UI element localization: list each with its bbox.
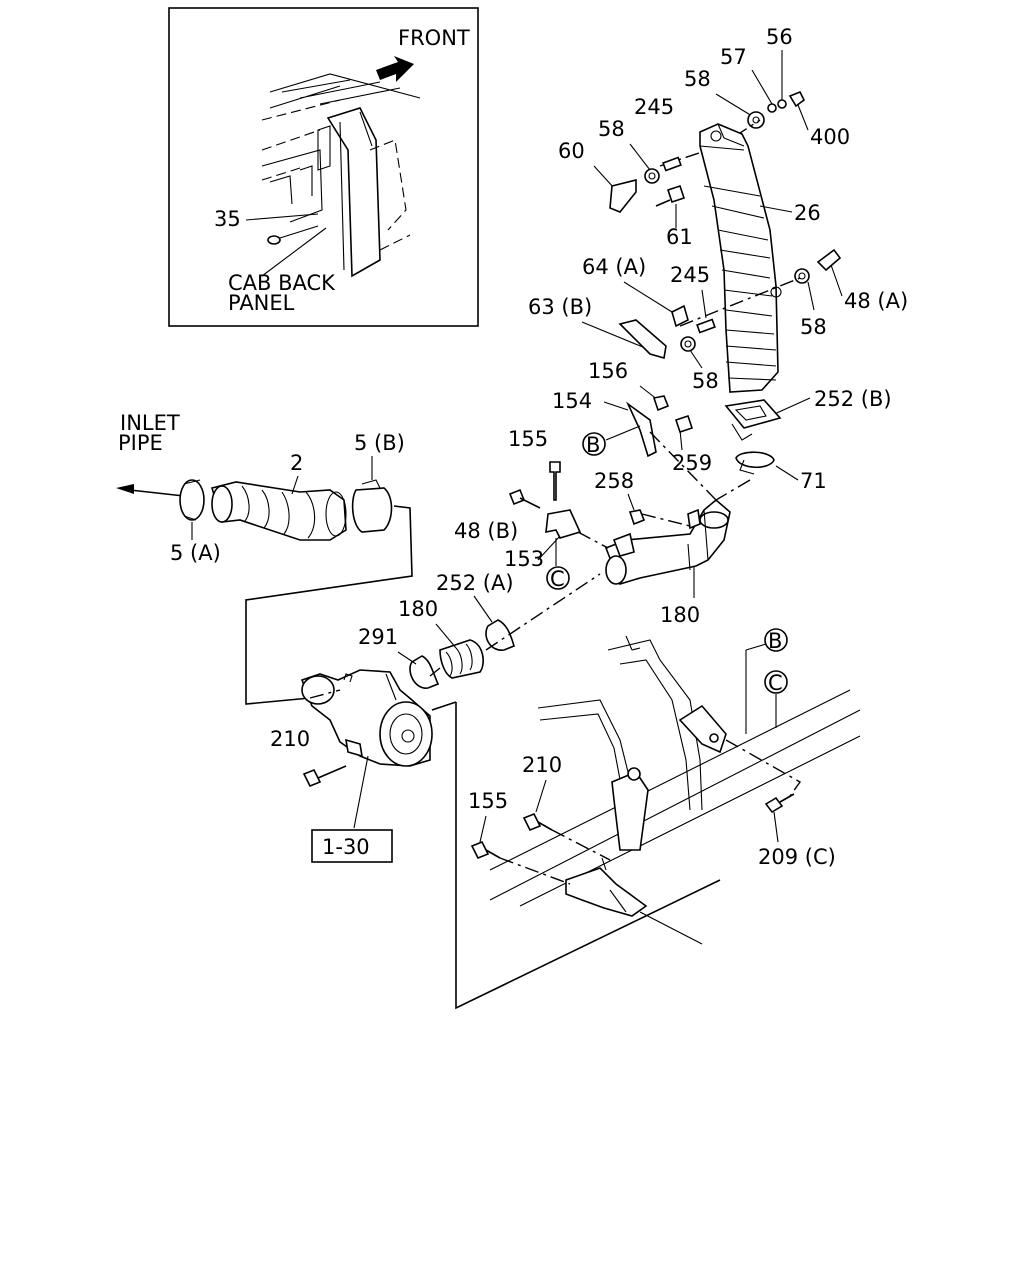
callout-58-low: 58 [692, 369, 719, 393]
callout-400: 400 [810, 125, 850, 149]
callout-252a: 180 [660, 603, 700, 627]
intake-duct-assembly: 56 57 58 245 400 26 58 60 61 64 (A) [528, 25, 908, 393]
callout-56: 56 [766, 25, 793, 49]
callout-58-left: 58 [598, 117, 625, 141]
chassis-frame: 210 155 209 (C) B C [431, 628, 861, 1010]
callout-210-upper: 210 [522, 753, 562, 777]
cab-back-label: CAB BACK [228, 271, 336, 295]
pipe-label: PIPE [118, 431, 163, 455]
callout-63b: 63 (B) [528, 295, 592, 319]
front-arrow-icon [376, 56, 414, 82]
callout-153: 153 [504, 547, 544, 571]
callout-26: 26 [794, 201, 821, 225]
callout-291: 210 [270, 727, 310, 751]
callout-48a: 48 (A) [844, 289, 908, 313]
callout-245-mid: 245 [670, 263, 710, 287]
callout-61: 61 [666, 225, 693, 249]
circle-ref-c-upper: C [550, 567, 565, 591]
callout-57: 57 [720, 45, 747, 69]
callout-5b: 5 (B) [354, 431, 405, 455]
front-label: FRONT [398, 26, 470, 50]
callout-180-lower: 291 [358, 625, 398, 649]
callout-5a: 5 (A) [170, 541, 221, 565]
callout-210-lower: 155 [468, 789, 508, 813]
circle-ref-b-upper: B [586, 433, 600, 457]
panel-label: PANEL [228, 291, 295, 315]
callout-245: 245 [634, 95, 674, 119]
callout-156: 156 [588, 359, 628, 383]
callout-71: 71 [800, 469, 827, 493]
callout-258: 258 [594, 469, 634, 493]
callout-60: 60 [558, 139, 585, 163]
callout-259: 259 [672, 451, 712, 475]
air-cleaner: 252 (A) 180 291 210 1-30 [270, 571, 601, 863]
callout-252b: 252 (B) [814, 387, 892, 411]
callout-155-lower: 209 (C) [758, 845, 836, 869]
mid-brackets: 156 154 252 (B) 155 259 B 71 258 48 (B [454, 359, 892, 627]
callout-64a: 64 (A) [582, 255, 646, 279]
callout-179: 180 [398, 597, 438, 621]
callout-155: 155 [508, 427, 548, 451]
callout-35: 35 [214, 207, 241, 231]
circle-ref-c-lower: C [768, 671, 783, 695]
callout-58: 58 [684, 67, 711, 91]
callout-154: 154 [552, 389, 592, 413]
inlet-hose-assembly: INLET PIPE 5 (A) 2 5 (B) [116, 411, 413, 705]
inlet-label: INLET [120, 411, 180, 435]
circle-ref-b-lower: B [768, 629, 782, 653]
callout-48b: 48 (B) [454, 519, 518, 543]
callout-2: 2 [290, 451, 303, 475]
inlet-arrow-icon [116, 484, 134, 494]
ref-box-1-30: 1-30 [322, 835, 370, 859]
callout-58-right: 58 [800, 315, 827, 339]
callout-180-upper: 252 (A) [436, 571, 514, 595]
inset-panel: FRONT 35 CAB BACK PANEL [168, 7, 479, 327]
